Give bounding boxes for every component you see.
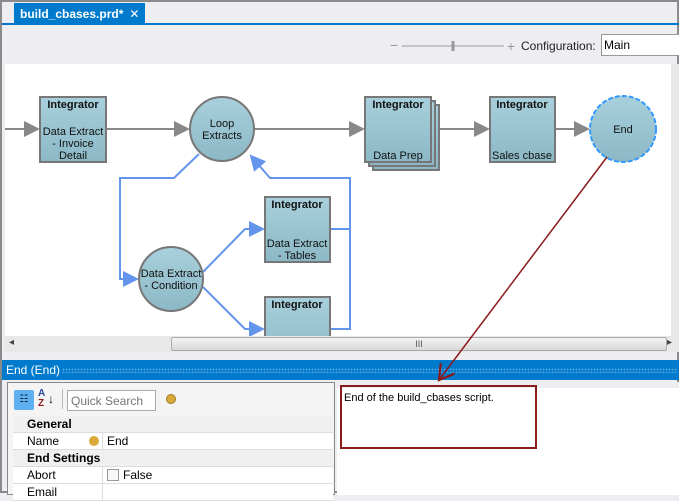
node-title: Integrator [372,99,424,111]
property-row-abort[interactable]: Abort False [13,467,333,484]
zoom-out-icon[interactable]: − [390,38,398,53]
node-integrator-data-prep[interactable]: Integrator Data Prep [364,96,440,171]
configuration-label: Configuration: [521,39,596,53]
node-label: Sales cbase [492,150,552,162]
property-value[interactable]: End [102,433,128,449]
description-text: End of the build_cbases script. [340,385,537,449]
scroll-left-icon[interactable]: ◂ [9,337,15,348]
node-label: - Tables [278,250,317,262]
vertical-scrollbar[interactable] [671,64,679,352]
property-key: Email [27,485,58,499]
tab-underline [2,23,679,25]
property-value[interactable] [102,484,107,500]
property-key: Name [27,434,60,448]
configuration-select[interactable]: Main [601,34,679,56]
zoom-thumb[interactable] [451,41,455,51]
node-label: Data Extract [141,268,202,280]
scroll-thumb[interactable]: III [171,337,667,351]
node-title: Integrator [47,99,99,111]
close-icon[interactable]: ✕ [129,6,140,21]
category-general[interactable]: General [13,416,333,433]
tab-title: build_cbases.prd* [20,6,124,21]
toolbar-divider [62,389,63,409]
resource-icon [89,436,99,446]
node-label: End [613,124,633,136]
node-integrator-sales-cbase[interactable]: Integrator Sales cbase [489,96,556,163]
category-end-settings[interactable]: End Settings [13,450,333,467]
category-label: General [27,417,72,431]
categorized-view-icon[interactable]: ☷ [14,390,34,410]
node-label: Data Prep [373,150,423,162]
node-loop-extracts[interactable]: Loop Extracts [189,96,255,162]
node-data-extract-condition[interactable]: Data Extract - Condition [138,246,204,312]
node-title: Integrator [496,99,548,111]
property-key: Abort [27,468,56,482]
horizontal-scrollbar[interactable]: ◂ III ▸ [5,336,673,352]
resource-icon[interactable] [166,394,176,404]
quick-search-input[interactable] [67,390,156,411]
tab-build-cbases[interactable]: build_cbases.prd* ✕ [14,3,146,24]
abort-checkbox[interactable] [107,469,119,481]
loop-connectors [119,153,351,336]
property-grid: ☷ AZ ↓ General Name End End Settings Abo… [7,382,335,501]
diagram-canvas[interactable]: Integrator Data Extract - Invoice Detail… [5,64,671,336]
node-label: Data Extract [267,238,328,250]
property-value: False [123,468,153,482]
node-label: Loop [210,118,234,130]
node-label: Detail [59,150,87,162]
zoom-in-icon[interactable]: + [507,38,515,54]
node-integrator-data-extract-tables[interactable]: Integrator Data Extract - Tables [264,196,331,263]
node-integrator-bottom[interactable]: Integrator [264,296,331,336]
node-title: Integrator [271,299,323,311]
node-label: - Invoice [52,138,94,150]
node-title: Integrator [271,199,323,211]
node-label: - Condition [144,280,197,292]
panel-grip[interactable] [62,368,677,373]
node-label: Data Extract [43,126,104,138]
node-label: Extracts [202,130,242,142]
sort-arrow-icon: ↓ [48,392,54,406]
category-label: End Settings [27,451,101,465]
scroll-right-icon[interactable]: ▸ [667,337,673,348]
node-end[interactable]: End [589,95,657,163]
node-integrator-invoice-detail[interactable]: Integrator Data Extract - Invoice Detail [39,96,107,163]
zoom-slider[interactable]: − + [390,38,516,54]
property-row-name[interactable]: Name End [13,433,333,450]
